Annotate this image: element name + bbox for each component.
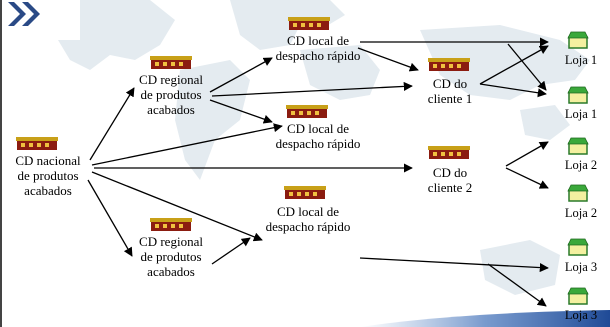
warehouse-icon — [286, 105, 328, 118]
arrow-regional1-local2 — [209, 99, 273, 124]
arrow-local3-loja3a — [359, 257, 549, 273]
arrow-regional1-local1 — [209, 57, 273, 93]
store-label-2: Loja 1 — [564, 107, 598, 121]
arrow-nacional-local3 — [91, 171, 263, 242]
store-icon — [567, 287, 589, 305]
node-cd-regional-2: CD regional de produtos acabados — [139, 234, 203, 279]
arrow-local1-cliente1 — [357, 47, 419, 72]
arrow-regional1-cliente1 — [211, 81, 413, 97]
arrow-cliente2-loja2a — [505, 141, 549, 167]
node-cd-local-1: CD local de despacho rápido — [275, 33, 361, 63]
store-icon — [567, 238, 589, 256]
node-cd-local-2: CD local de despacho rápido — [275, 121, 361, 151]
store-label-4: Loja 2 — [564, 206, 598, 220]
store-icon — [567, 31, 589, 49]
arrow-nacional-local2 — [91, 123, 283, 166]
arrow-regional2-local3 — [211, 237, 251, 265]
warehouse-icon — [16, 137, 58, 150]
warehouse-icon — [428, 58, 470, 71]
store-label-6: Loja 3 — [564, 308, 598, 322]
node-cd-local-3: CD local de despacho rápido — [265, 204, 351, 234]
node-cd-regional-1: CD regional de produtos acabados — [139, 72, 203, 117]
store-icon — [567, 137, 589, 155]
store-icon — [567, 86, 589, 104]
store-label-1: Loja 1 — [564, 53, 598, 67]
warehouse-icon — [428, 146, 470, 159]
node-cd-cliente-1: CD do cliente 1 — [427, 76, 473, 106]
store-icon — [567, 184, 589, 202]
node-cd-cliente-2: CD do cliente 2 — [427, 165, 473, 195]
store-label-3: Loja 2 — [564, 158, 598, 172]
corner-chevron-decoration — [0, 0, 80, 40]
warehouse-icon — [150, 56, 192, 69]
arrow-nacional-regional1 — [89, 87, 135, 161]
node-cd-nacional: CD nacional de produtos acabados — [15, 153, 81, 198]
arrow-local3-loja3b — [487, 263, 547, 307]
warehouse-icon — [284, 186, 326, 199]
warehouse-icon — [150, 218, 192, 231]
arrow-nacional-regional2 — [87, 179, 133, 257]
store-label-5: Loja 3 — [564, 260, 598, 274]
arrow-cliente1-loja1b — [479, 83, 547, 98]
arrow-local1-loja1b — [507, 43, 547, 91]
arrow-cliente1-loja1a — [479, 45, 549, 85]
left-frame-border — [0, 0, 2, 327]
arrow-cliente2-loja2b — [505, 167, 549, 189]
warehouse-icon — [288, 17, 330, 30]
